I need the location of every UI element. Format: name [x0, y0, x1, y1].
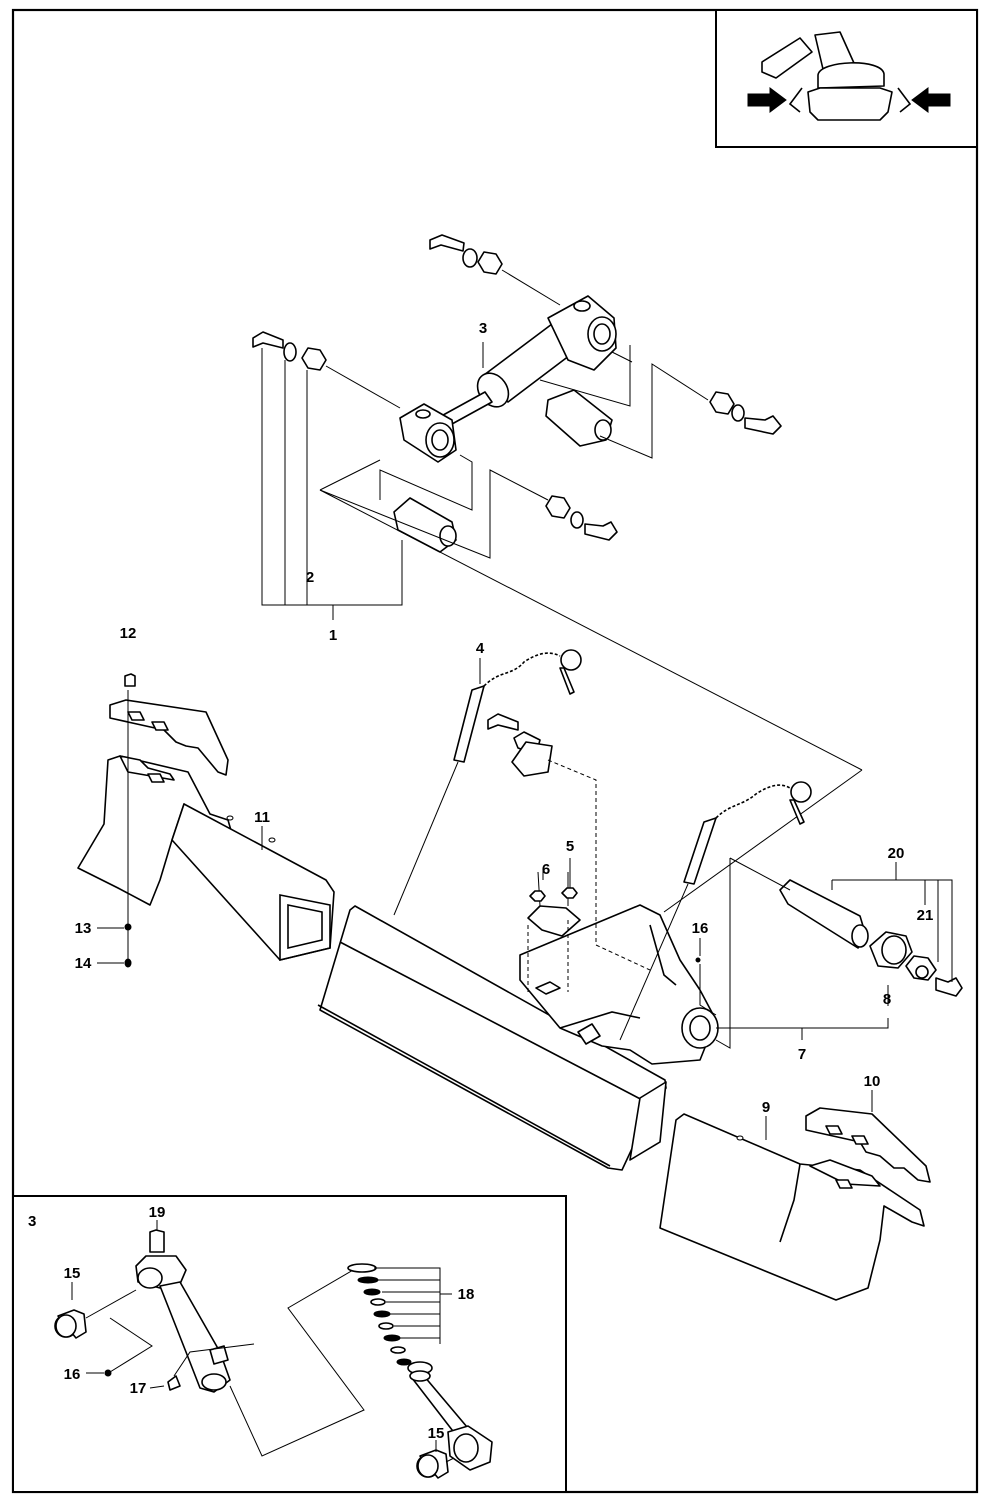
- detail-callout-16: 16: [64, 1366, 81, 1383]
- bolt-top: [429, 234, 465, 252]
- chain-left: [483, 652, 561, 687]
- nut-left: [301, 347, 327, 371]
- locator-inset: [715, 9, 978, 148]
- callout-21: 21: [917, 907, 934, 924]
- cover-plate: [527, 905, 581, 937]
- machine-blade-locator-icon: [747, 31, 951, 121]
- callout-9: 9: [762, 1099, 770, 1116]
- detail-callout-19: 19: [149, 1204, 166, 1221]
- detail-panel-title: 3: [28, 1213, 36, 1230]
- nut-top: [477, 251, 503, 275]
- right-end-section: [659, 1090, 931, 1301]
- bolt-left: [252, 331, 284, 349]
- callout-12: 12: [120, 625, 137, 642]
- detail-callout-17: 17: [130, 1380, 147, 1397]
- left-end-section: [77, 673, 335, 968]
- pivot-pin-group: [715, 857, 963, 1049]
- callout-8: 8: [883, 991, 891, 1008]
- lock-pin-right: [683, 817, 717, 885]
- callout-13: 13: [75, 920, 92, 937]
- left-end-tube: [171, 803, 335, 961]
- bolt-lower: [584, 521, 618, 541]
- set-screw-16b: [104, 1369, 112, 1377]
- callout-1: 1: [329, 627, 337, 644]
- seal-ring: [347, 1263, 377, 1273]
- callout-3: 3: [479, 320, 487, 337]
- callout-5: 5: [566, 838, 574, 855]
- washer-left: [283, 342, 297, 362]
- grease-nipple-19: [149, 1229, 165, 1253]
- nut-lower: [545, 495, 571, 519]
- frame-slot: [535, 981, 561, 995]
- screw-12: [124, 673, 136, 687]
- set-screw-16: [695, 957, 701, 963]
- callout-11: 11: [254, 809, 270, 826]
- dozer-blade: [317, 649, 812, 1171]
- nut-14: [124, 958, 132, 968]
- cylinder-head: [547, 295, 617, 371]
- bolt-bushing: [487, 713, 519, 731]
- washer-top: [462, 248, 478, 268]
- callout-2: 2: [306, 569, 314, 586]
- callout-14: 14: [75, 955, 92, 972]
- detail-callout-15b: 15: [428, 1425, 445, 1442]
- bolt-20: [935, 977, 963, 997]
- detail-panel: [12, 1195, 567, 1493]
- bolt-right: [744, 415, 782, 435]
- fitting-17: [167, 1375, 181, 1391]
- callout-4: 4: [476, 640, 485, 657]
- callout-6: 6: [542, 861, 550, 878]
- detail-callout-18: 18: [458, 1286, 475, 1303]
- lock-pin-left: [453, 685, 485, 763]
- nut-right: [709, 391, 735, 415]
- chain-right: [715, 784, 791, 819]
- detail-callout-15a: 15: [64, 1265, 81, 1282]
- washer-13: [124, 923, 132, 931]
- cylinder-assembly: [252, 234, 782, 620]
- callout-7: 7: [798, 1046, 806, 1063]
- callout-10: 10: [864, 1073, 881, 1090]
- bushing-large: [511, 741, 553, 777]
- callout-16: 16: [692, 920, 709, 937]
- callout-20: 20: [888, 845, 905, 862]
